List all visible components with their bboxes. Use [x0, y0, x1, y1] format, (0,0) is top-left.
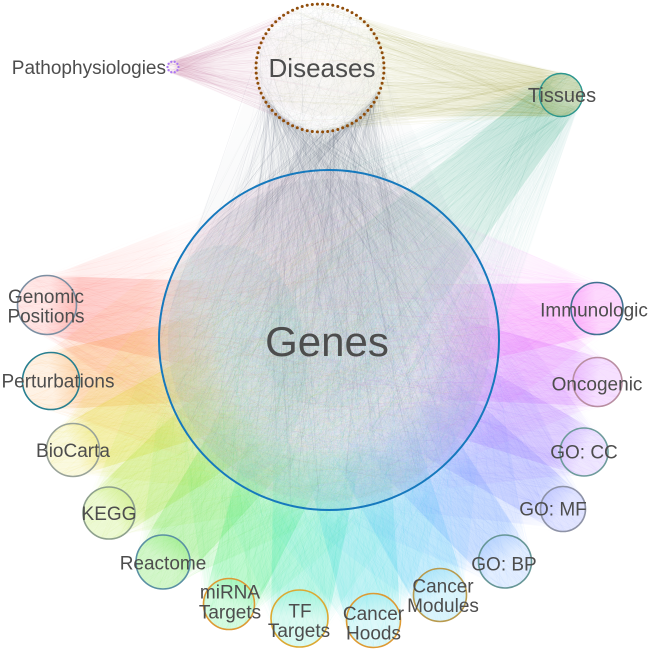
svg-text:Tissues: Tissues — [528, 85, 596, 107]
svg-text:Hoods: Hoods — [346, 624, 401, 645]
svg-text:Diseases: Diseases — [269, 53, 376, 83]
svg-text:GO: MF: GO: MF — [519, 500, 587, 521]
svg-text:Positions: Positions — [7, 307, 84, 328]
svg-text:Oncogenic: Oncogenic — [552, 375, 643, 396]
svg-text:TF: TF — [288, 602, 311, 623]
svg-text:Perturbations: Perturbations — [1, 372, 114, 393]
svg-text:KEGG: KEGG — [82, 504, 137, 525]
svg-text:GO: BP: GO: BP — [471, 555, 536, 576]
svg-text:Targets: Targets — [199, 603, 261, 624]
svg-text:Genes: Genes — [265, 318, 389, 365]
svg-text:Cancer: Cancer — [343, 604, 405, 625]
svg-text:Genomic: Genomic — [8, 287, 84, 308]
svg-text:GO: CC: GO: CC — [550, 443, 618, 464]
svg-text:Targets: Targets — [268, 621, 330, 642]
svg-text:miRNA: miRNA — [200, 583, 260, 604]
svg-text:BioCarta: BioCarta — [36, 441, 110, 462]
svg-text:Pathophysiologies: Pathophysiologies — [12, 58, 166, 79]
svg-text:Cancer: Cancer — [412, 577, 474, 598]
svg-text:Modules: Modules — [407, 596, 479, 617]
svg-text:Immunologic: Immunologic — [540, 301, 648, 322]
svg-text:Reactome: Reactome — [120, 554, 207, 575]
